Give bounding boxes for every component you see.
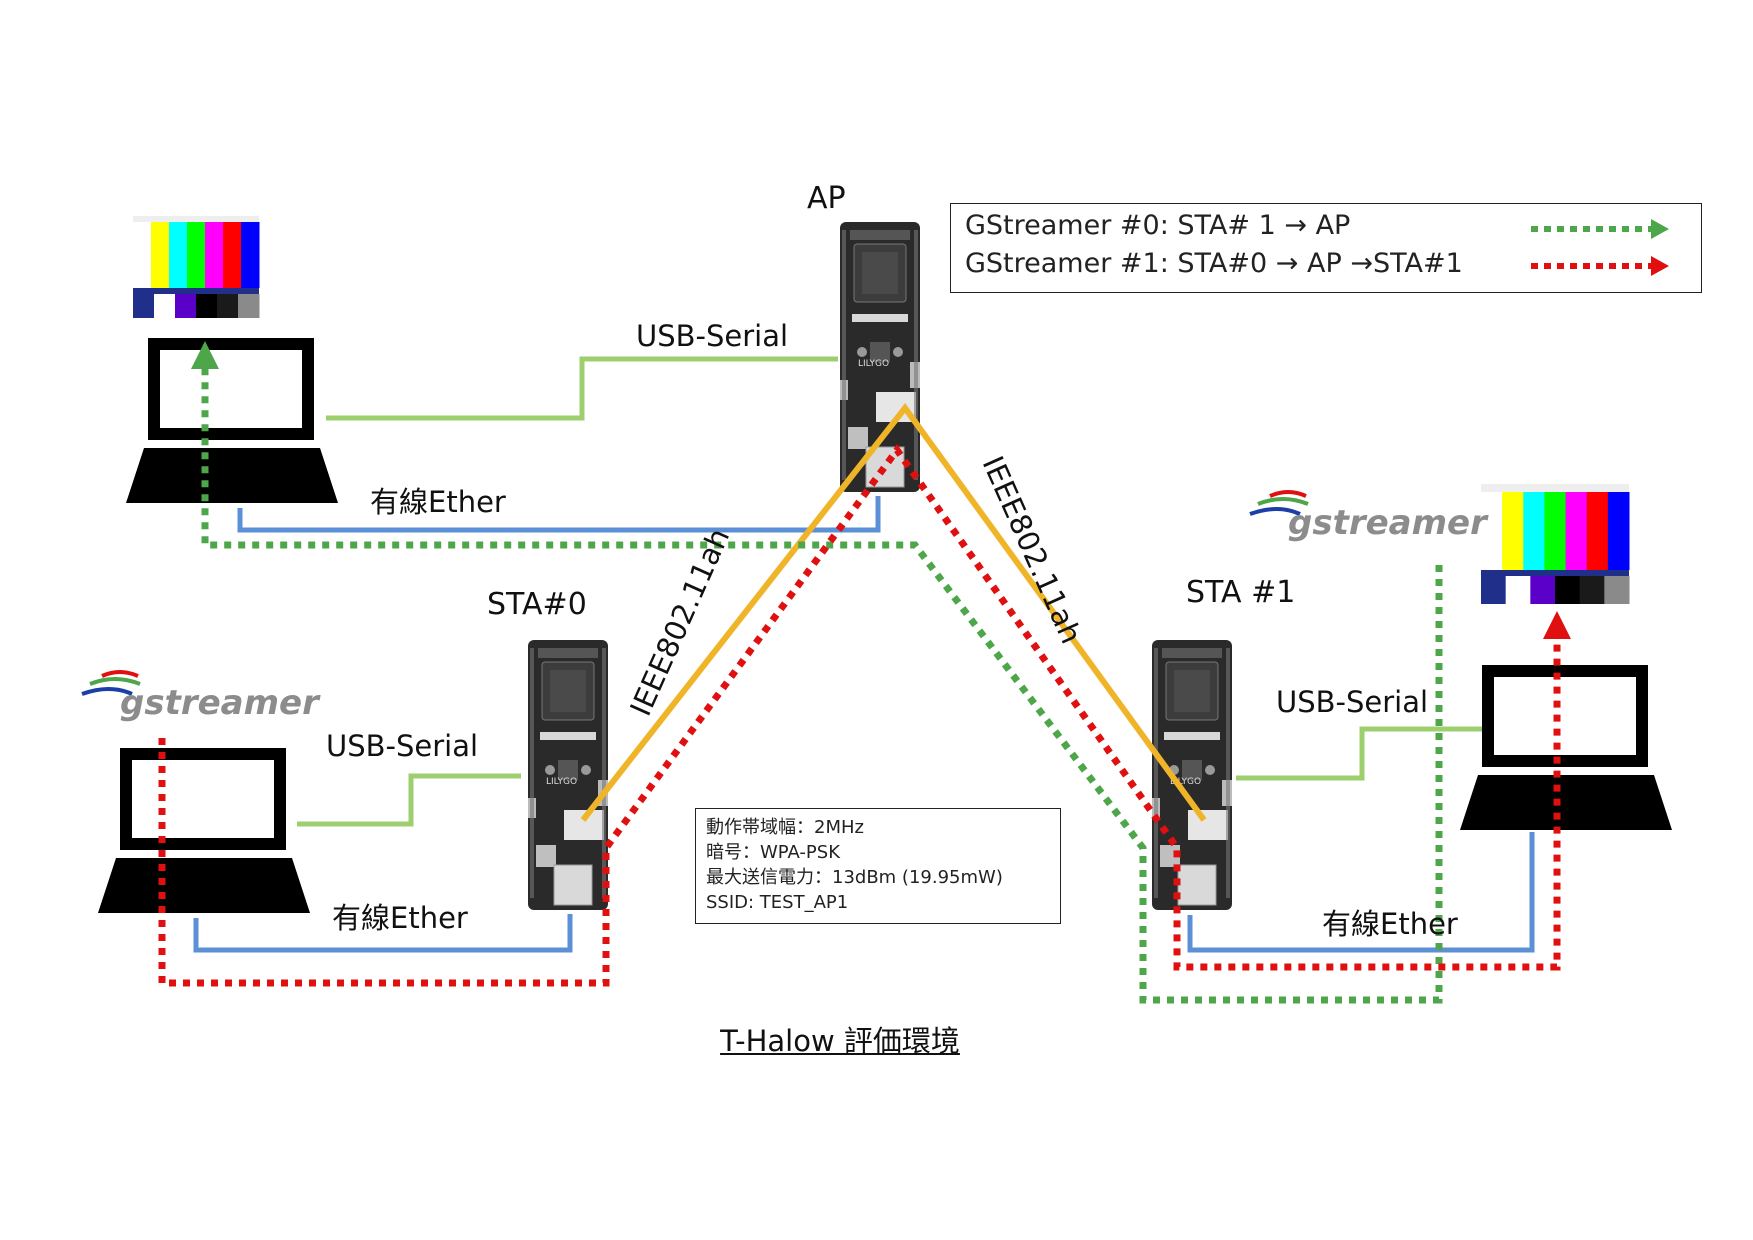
test-pattern-block [1579, 576, 1605, 604]
stream0-path [191, 341, 1443, 1004]
test-pattern-bar [187, 222, 206, 288]
test-pattern-bar [1565, 492, 1588, 570]
diagram-caption: T-Halow 評価環境 [720, 1024, 960, 1058]
wireless-link [580, 403, 1207, 822]
label-ether-ap: 有線Ether [370, 485, 506, 519]
node-label-sta0: STA#0 [487, 587, 587, 622]
gstreamer-logo-left: gstreamer [81, 670, 321, 723]
node-label-sta1: STA #1 [1186, 575, 1295, 610]
gstreamer-logo-left-text: gstreamer [120, 683, 321, 723]
test-pattern-bar [1607, 492, 1630, 570]
laptop-sta1 [1460, 671, 1672, 830]
legend: GStreamer #0: STA# 1 → AP GStreamer #1: … [950, 203, 1702, 293]
test-pattern-block [196, 294, 218, 318]
usb-serial-line-ap [326, 356, 838, 421]
ether-line-sta0 [193, 914, 573, 953]
test-pattern-bar [241, 222, 260, 288]
ether-line-sta1 [1187, 832, 1535, 953]
info-bandwidth: 動作帯域幅：2MHz [706, 817, 864, 838]
legend-row-stream1: GStreamer #1: STA#0 → AP →STA#1 [965, 248, 1463, 279]
test-pattern-bar [1481, 492, 1503, 570]
legend-row-stream0: GStreamer #0: STA# 1 → AP [965, 210, 1351, 241]
label-usb-serial-sta0: USB-Serial [326, 729, 478, 763]
test-pattern-bar [133, 222, 152, 288]
test-pattern-block [1481, 576, 1507, 604]
label-wireless-right: IEEE802.11ah [976, 451, 1089, 649]
info-max-power: 最大送信電力：13dBm (19.95mW) [706, 867, 1003, 888]
label-ether-sta0: 有線Ether [332, 901, 468, 935]
ap-board [839, 221, 921, 493]
test-pattern-strip [133, 288, 259, 294]
test-pattern-bar [151, 222, 170, 288]
test-pattern-block [175, 294, 197, 318]
ether-line-ap [237, 496, 881, 533]
test-pattern-block [238, 294, 260, 318]
test-pattern-block [133, 294, 155, 318]
info-encryption: 暗号：WPA-PSK [706, 842, 840, 863]
usb-serial-line-sta0 [297, 773, 521, 827]
test-pattern-block [1604, 576, 1630, 604]
test-pattern-strip [1481, 570, 1629, 576]
stream1-path [158, 443, 1571, 987]
label-ether-sta1: 有線Ether [1322, 907, 1458, 941]
legend-arrow-stream0 [1651, 219, 1669, 239]
test-pattern-block [1555, 576, 1581, 604]
gstreamer-logo-right: gstreamer [1249, 490, 1489, 543]
test-pattern-block [217, 294, 239, 318]
sta1-board [1151, 639, 1233, 911]
label-usb-serial-ap: USB-Serial [636, 319, 788, 353]
label-wireless-left: IEEE802.11ah [623, 523, 736, 721]
test-pattern-block [1505, 576, 1531, 604]
test-pattern-bar [1502, 492, 1524, 570]
legend-arrow-stream1 [1651, 256, 1669, 276]
test-pattern-bar [169, 222, 188, 288]
legend-swatches [1531, 219, 1669, 276]
gstreamer-logo-right-text: gstreamer [1288, 503, 1489, 543]
test-pattern-top-left [133, 216, 260, 318]
ap-board-brand: LILYGO [858, 359, 889, 369]
usb-serial-line-sta1 [1236, 726, 1483, 781]
laptop-sta0 [98, 754, 310, 913]
label-usb-serial-sta1: USB-Serial [1276, 685, 1428, 719]
test-pattern-right [1481, 484, 1630, 604]
test-pattern-bar [1544, 492, 1567, 570]
sta1-board-brand: LILYGO [1170, 777, 1201, 787]
info-box: 動作帯域幅：2MHz 暗号：WPA-PSK 最大送信電力：13dBm (19.9… [695, 808, 1061, 924]
info-ssid: SSID: TEST_AP1 [706, 892, 849, 913]
laptop-top-left [126, 344, 338, 503]
test-pattern-bar [223, 222, 242, 288]
test-pattern-bar [1586, 492, 1609, 570]
test-pattern-block [1530, 576, 1556, 604]
sta0-board-brand: LILYGO [546, 777, 577, 787]
node-label-ap: AP [807, 181, 846, 216]
test-pattern-bar [205, 222, 224, 288]
test-pattern-bar [1523, 492, 1545, 570]
test-pattern-block [154, 294, 176, 318]
sta0-board [527, 639, 609, 911]
